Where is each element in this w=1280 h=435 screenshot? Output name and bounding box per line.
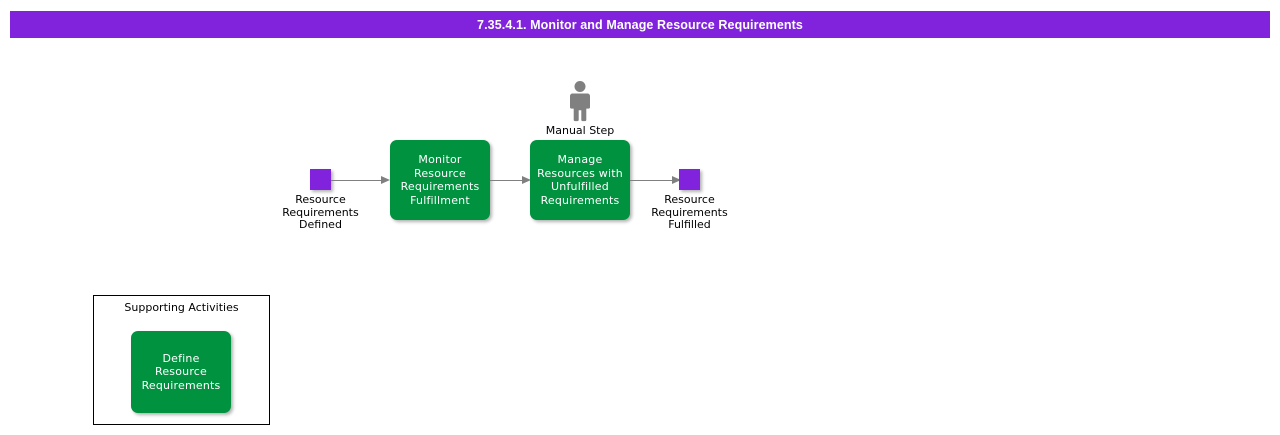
event-resource-requirements-defined-label: Resource Requirements Defined xyxy=(282,193,359,231)
connector-manage-to-fulfilled xyxy=(630,180,672,181)
person-icon xyxy=(570,81,590,122)
connector-defined-to-monitor xyxy=(331,180,381,181)
supporting-activities-panel: Supporting Activities Define Resource Re… xyxy=(93,295,270,425)
manual-step-label: Manual Step xyxy=(545,124,615,137)
event-resource-requirements-fulfilled-label: Resource Requirements Fulfilled xyxy=(651,193,728,231)
page-header-bar: 7.35.4.1. Monitor and Manage Resource Re… xyxy=(10,11,1270,38)
supporting-activities-title: Supporting Activities xyxy=(124,301,239,314)
activity-define-resource-requirements[interactable]: Define Resource Requirements xyxy=(131,331,231,413)
arrow-head-defined-to-monitor xyxy=(381,175,390,184)
arrow-head-manage-to-fulfilled xyxy=(672,175,681,184)
manual-step-marker: Manual Step xyxy=(532,80,628,137)
arrow-head-monitor-to-manage xyxy=(522,175,531,184)
activity-monitor-resource-requirements-fulfillment-label: Monitor Resource Requirements Fulfillmen… xyxy=(400,153,480,207)
connector-monitor-to-manage xyxy=(490,180,522,181)
activity-manage-resources-with-unfulfilled-requirements[interactable]: Manage Resources with Unfulfilled Requir… xyxy=(530,140,630,220)
activity-manage-resources-with-unfulfilled-requirements-label: Manage Resources with Unfulfilled Requir… xyxy=(537,153,623,207)
page-title: 7.35.4.1. Monitor and Manage Resource Re… xyxy=(477,17,803,32)
activity-define-resource-requirements-label: Define Resource Requirements xyxy=(141,351,221,392)
event-resource-requirements-fulfilled[interactable] xyxy=(679,169,700,190)
event-resource-requirements-defined[interactable] xyxy=(310,169,331,190)
activity-monitor-resource-requirements-fulfillment[interactable]: Monitor Resource Requirements Fulfillmen… xyxy=(390,140,490,220)
